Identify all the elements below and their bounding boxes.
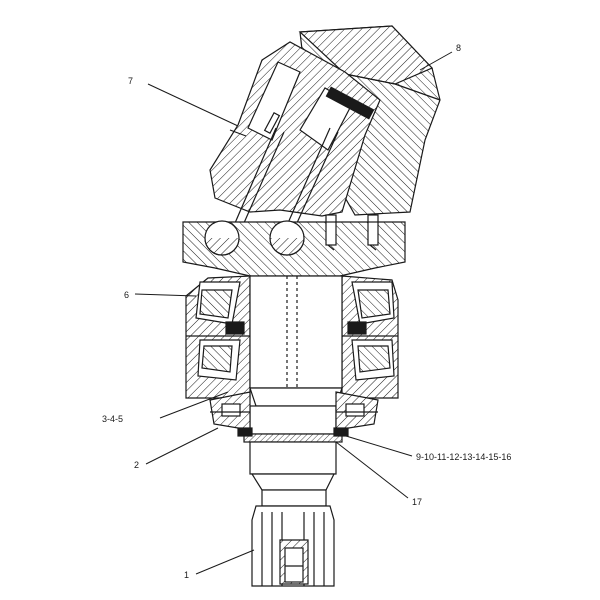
flange-bolt [325, 214, 337, 251]
callout-3-4-5: 3-4-5 [102, 414, 123, 424]
flange-bolt [367, 214, 379, 251]
callout-1: 1 [184, 570, 189, 580]
cylinder-barrel [209, 41, 381, 235]
callout-17: 17 [412, 497, 422, 507]
callout-2: 2 [134, 460, 139, 470]
leader-lines [134, 51, 453, 575]
lower-seal-assembly [209, 391, 379, 437]
drive-flange [182, 214, 406, 277]
bearing-housing [185, 275, 399, 399]
splined-drive-end [251, 505, 335, 587]
callout-9-16: 9-10-11-12-13-14-15-16 [416, 452, 511, 462]
callout-7: 7 [128, 76, 133, 86]
callout-6: 6 [124, 290, 129, 300]
callout-8: 8 [456, 43, 461, 53]
drive-shaft [243, 275, 343, 507]
